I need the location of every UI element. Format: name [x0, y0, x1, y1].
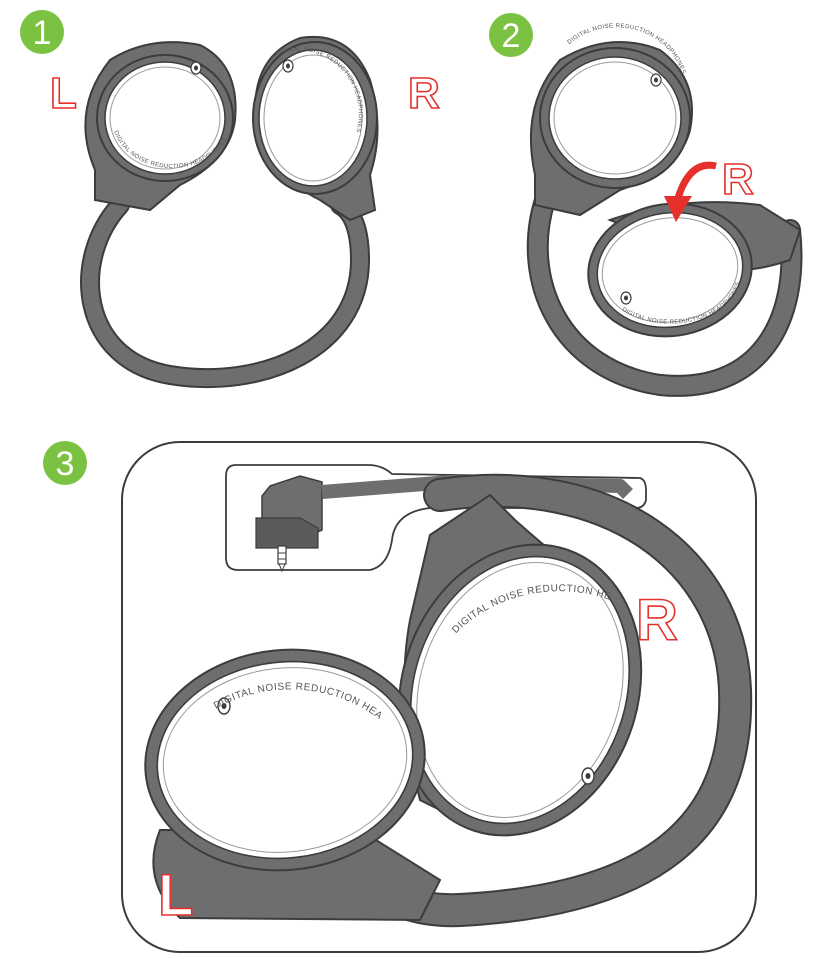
- step-1-left-label: L: [50, 69, 77, 118]
- step-2-badge: 2: [489, 13, 533, 57]
- step-3-right-label: R: [636, 588, 678, 653]
- step-2-right-earcup-rotated: DIGITAL NOISE REDUCTION HEADPHONES: [587, 201, 802, 338]
- step-2-panel: 2 DIGITAL NOISE REDUCTION HEADPHONES: [489, 13, 803, 397]
- step-1-number: 1: [33, 14, 52, 52]
- step-3-left-label: L: [158, 863, 193, 928]
- step-3-number: 3: [56, 445, 75, 483]
- step-1-right-earcup: DIGITAL NOISE REDUCTION HEADPHONES: [252, 35, 379, 222]
- step-1-badge: 1: [20, 10, 64, 54]
- step-2-right-label: R: [722, 155, 754, 204]
- step-2-rotate-arrow-icon: [664, 161, 717, 222]
- step-2-left-earcup: DIGITAL NOISE REDUCTION HEADPHONES: [529, 23, 693, 217]
- step-3-audio-plug: [255, 475, 323, 573]
- step-2-number: 2: [502, 17, 521, 55]
- step-1-right-label: R: [408, 69, 440, 118]
- step-1-left-earcup: DIGITAL NOISE REDUCTION HEADPHONES: [84, 41, 237, 212]
- step-3-badge: 3: [43, 441, 87, 485]
- step-1-panel: 1 DIGITAL NOISE REDUCTION HEADPHONES L: [20, 10, 441, 389]
